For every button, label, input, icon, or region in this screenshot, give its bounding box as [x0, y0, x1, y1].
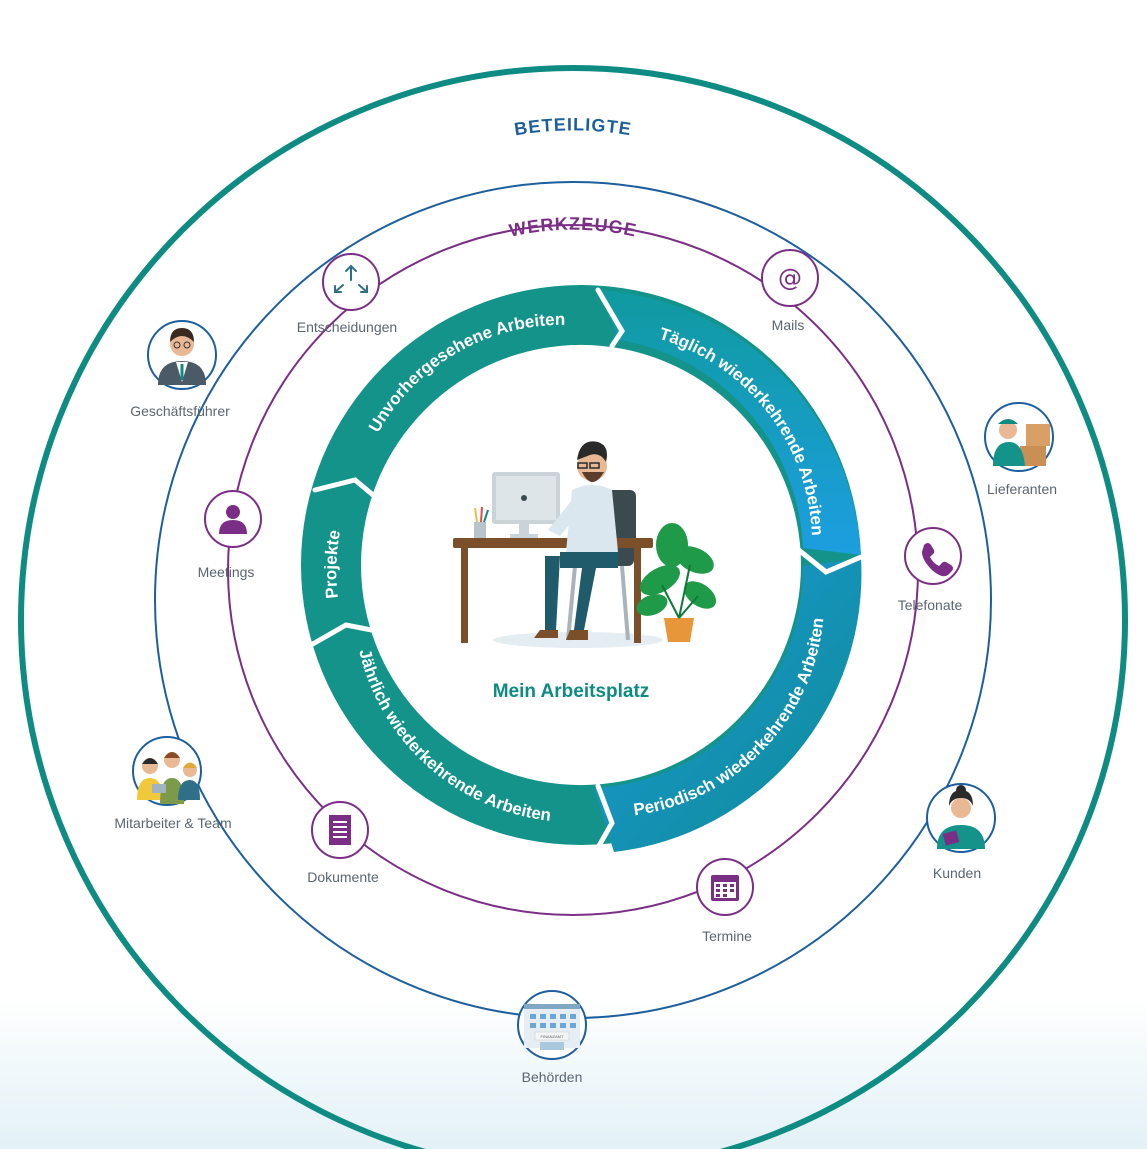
participant-behoerden[interactable]: FINANZAMT Behörden	[517, 990, 587, 1085]
document-icon	[329, 815, 351, 845]
center-title: Mein Arbeitsplatz	[493, 681, 650, 702]
participant-label: Lieferanten	[987, 481, 1057, 497]
participants-title: BETEILIGTE	[513, 114, 633, 139]
phone-icon	[922, 543, 953, 577]
segment-taeglich[interactable]	[598, 290, 861, 555]
segment-label-projekte: Projekte	[321, 529, 344, 600]
participant-label: Kunden	[933, 865, 981, 881]
tool-meetings[interactable]: Meetings	[198, 490, 262, 580]
government-building-icon: FINANZAMT	[524, 1004, 580, 1050]
tool-mails[interactable]: @ Mails	[761, 249, 819, 333]
tool-entscheidungen[interactable]: Entscheidungen	[297, 253, 397, 335]
participant-kunden[interactable]: Kunden	[926, 783, 996, 881]
participant-label: Behörden	[522, 1069, 583, 1085]
at-sign-icon: @	[778, 264, 802, 292]
tool-label: Mails	[772, 317, 805, 333]
team-group-icon	[137, 752, 200, 804]
tool-termine[interactable]: Termine	[696, 858, 754, 944]
tool-dokumente[interactable]: Dokumente	[307, 801, 379, 885]
participant-label: Geschäftsführer	[130, 403, 230, 419]
outer-ring	[18, 65, 1128, 1149]
participant-lieferanten[interactable]: Lieferanten	[984, 402, 1057, 497]
person-icon	[219, 505, 247, 534]
segment-periodisch[interactable]	[594, 558, 862, 852]
tool-telefonate[interactable]: Telefonate	[898, 527, 963, 613]
delivery-person-icon	[993, 419, 1050, 466]
workplace-illustration	[453, 441, 717, 648]
customer-avatar-icon	[937, 785, 985, 849]
tool-label: Entscheidungen	[297, 319, 397, 335]
arrows-out-icon	[334, 264, 368, 293]
tool-label: Termine	[702, 928, 752, 944]
tool-label: Telefonate	[898, 597, 963, 613]
participant-geschaeftsfuehrer[interactable]: Geschäftsführer	[130, 320, 230, 419]
work-segments-ring	[301, 285, 864, 854]
manager-avatar-icon	[158, 328, 206, 385]
participant-mitarbeiter[interactable]: Mitarbeiter & Team	[114, 736, 232, 831]
participant-label: Mitarbeiter & Team	[114, 815, 231, 831]
calendar-icon	[711, 875, 739, 901]
tool-label: Dokumente	[307, 869, 379, 885]
svg-text:FINANZAMT: FINANZAMT	[541, 1034, 564, 1039]
tool-label: Meetings	[198, 564, 255, 580]
